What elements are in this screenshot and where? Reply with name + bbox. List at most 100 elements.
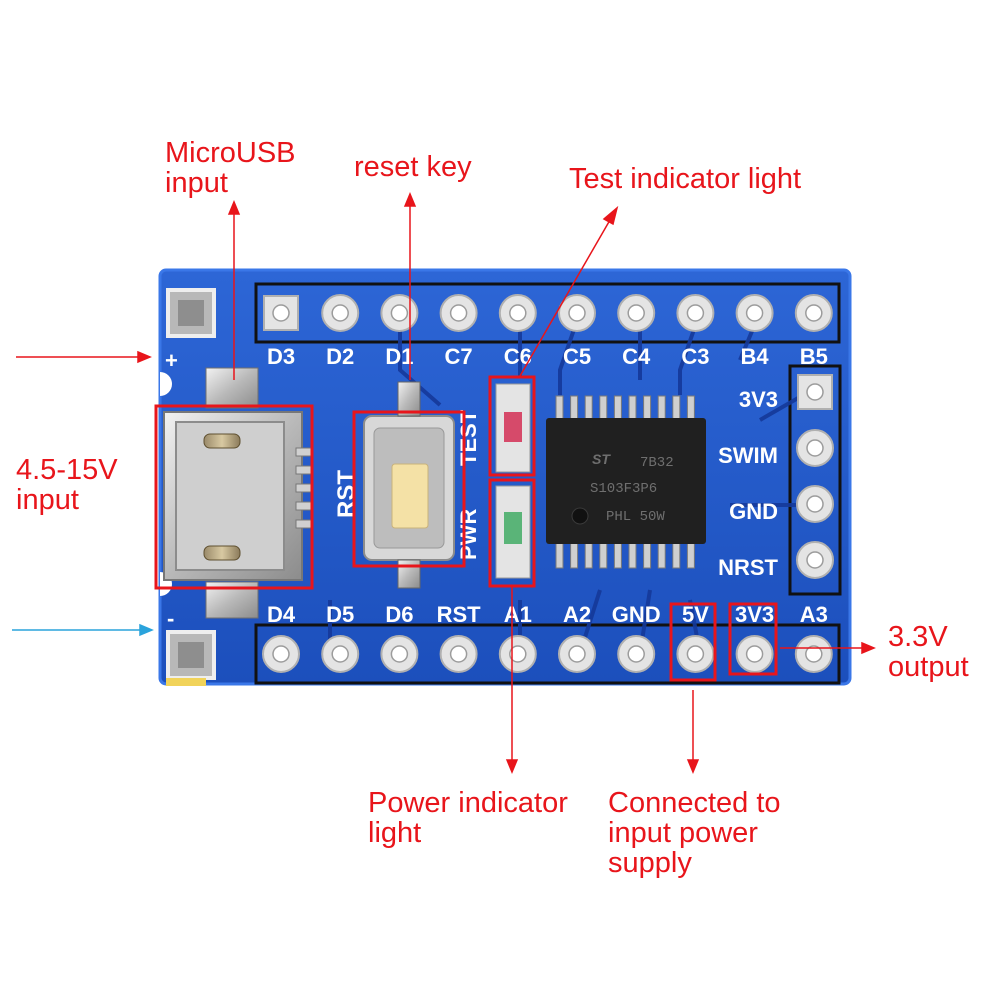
ic-leg-top [599,395,608,421]
callout-3v3-line2: output [888,651,969,683]
rst-silk-label: RST [333,470,360,518]
top-pin-label-b4: B4 [741,344,770,369]
top-pin-d1-hole [390,304,409,322]
callout-reset-key: reset key [354,152,472,182]
ic-leg-bottom [672,541,681,569]
side-pin-3v3-hole [806,383,824,401]
corner-pad-yellow [166,678,206,686]
chip-marking-1: 7B32 [640,455,674,471]
top-pin-label-b5: B5 [800,344,828,369]
bottom-pin-label-a3: A3 [800,602,828,627]
top-pin-b4-hole [745,304,764,322]
callout-vin-line1: 4.5-15V [16,454,118,486]
bottom-pin-label-gnd: GND [612,602,661,627]
callout-test-led: Test indicator light [569,164,801,194]
ground-arrow [12,623,154,637]
top-pin-b5-hole [805,304,823,322]
box-microusb [154,404,314,590]
callout-reset-line1: reset key [354,151,472,183]
chip-logo-text: ST [592,451,611,467]
ic-leg-bottom [657,541,666,569]
plus-label: + [165,348,178,373]
ic-leg-bottom [570,541,579,569]
arrow-test-led [519,219,611,377]
corner-pad-top-inner [178,300,204,326]
side-header-outline [788,364,842,596]
ic-leg-bottom [555,541,564,569]
callout-pwr-line2: light [368,817,422,849]
callout-5v-line1: Connected to [608,787,781,819]
callout-pwr-line1: Power indicator [368,787,568,819]
bottom-pin-a3-hole [805,645,823,663]
reset-button-leg-top [397,381,421,417]
top-pin-label-c3: C3 [681,344,709,369]
top-pin-label-c6: C6 [504,344,532,369]
reset-button-leg-bottom [397,559,421,589]
pwr-silk-label: PWR [456,509,481,560]
ic-leg-top [628,395,637,421]
top-pin-label-c7: C7 [445,344,473,369]
test-led-lens [504,412,522,442]
ic-leg-bottom [628,541,637,569]
bottom-pin-label-5v: 5V [682,602,709,627]
bottom-pin-label-3v3: 3V3 [735,602,774,627]
ic-leg-bottom [584,541,593,569]
top-pin-label-d2: D2 [326,344,354,369]
bottom-pin-d6-hole [390,645,409,663]
annotation-arrows [16,192,876,774]
top-pin-d3-hole [272,304,290,322]
bottom-pin-a1-hole [509,645,527,663]
top-pin-c7-hole [449,304,468,322]
ic-leg-top [613,395,622,421]
bottom-pin-rst-hole [449,645,468,663]
callout-vin-line2: input [16,484,79,516]
bottom-pin-d5-hole [331,645,349,663]
callout-5v-supply: Connected to input power supply [608,788,781,878]
top-pin-label-c4: C4 [622,344,651,369]
callout-test-line1: Test indicator light [569,163,802,195]
ic-leg-top [643,395,652,421]
bottom-pin-label-a2: A2 [563,602,591,627]
bottom-pin-label-d5: D5 [326,602,354,627]
callout-3v3-line1: 3.3V [888,621,948,653]
box-5v-pin [669,602,717,682]
top-header-outline [254,282,841,344]
usb-solder-tab-top [205,367,259,409]
ic-leg-top [570,395,579,421]
top-pin-c4-hole [627,304,645,322]
callout-power-led: Power indicator light [368,788,568,848]
callout-5v-line3: supply [608,847,692,879]
ic-leg-bottom [599,541,608,569]
ic-leg-bottom [643,541,652,569]
ic-leg-top [686,395,695,421]
top-pin-c3-hole [686,304,705,322]
corner-pad-bottom-inner [178,642,204,668]
microusb-pin-top [203,433,241,449]
bottom-pin-3v3-hole [745,645,764,663]
callout-microusb-line1: MicroUSB [165,137,296,169]
top-pin-label-d1: D1 [385,344,413,369]
minus-label: - [167,606,174,631]
annotation-boxes [154,375,778,682]
side-pin-gnd-hole [806,495,824,513]
callout-vin: 4.5-15V input [16,455,118,515]
chip-marking-2: S103F3P6 [590,481,657,497]
side-pin-label-swim: SWIM [718,443,778,468]
bottom-pin-gnd-hole [627,645,645,663]
side-pin-nrst-hole [806,551,824,569]
callout-3v3-output: 3.3V output [888,622,969,682]
top-pin-d2-hole [331,304,349,322]
box-3v3-pin [728,602,778,676]
reset-button-cap [391,463,429,529]
top-pin-c5-hole [568,304,586,322]
ic-leg-top [555,395,564,421]
bottom-pin-label-rst: RST [437,602,482,627]
side-pin-swim-hole [806,439,824,457]
bottom-pin-a2-hole [568,645,586,663]
bottom-header-outline [254,623,841,685]
ic-leg-top [672,395,681,421]
side-pin-label-3v3: 3V3 [739,387,778,412]
top-pin-c6-hole [509,304,527,322]
bottom-pin-d4-hole [272,645,290,663]
